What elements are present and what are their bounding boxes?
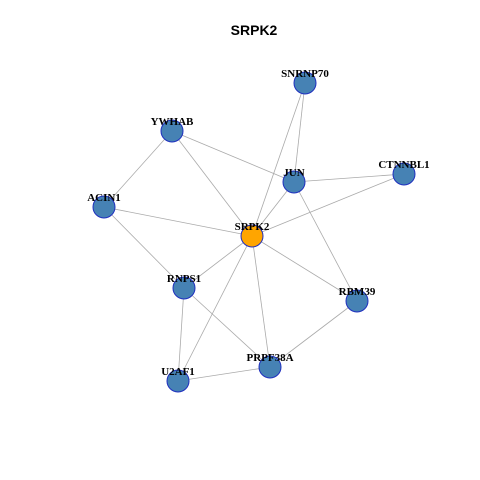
- node-snrnp70: [293, 71, 317, 95]
- edge-srpk2-rbm39: [251, 235, 358, 302]
- edge-rbm39-prpf38a: [269, 300, 358, 368]
- edge-jun-ctnnbl1: [293, 173, 405, 183]
- node-label-ywhab: YWHAB: [151, 116, 194, 128]
- edge-prpf38a-u2af1: [177, 366, 271, 382]
- node-label-snrnp70: SNRNP70: [281, 68, 329, 80]
- node-label-rnps1: RNPS1: [167, 273, 201, 285]
- edge-srpk2-rnps1: [183, 235, 253, 289]
- node-label-jun: JUN: [283, 167, 304, 179]
- node-acin1: [92, 195, 116, 219]
- edge-srpk2-ctnnbl1: [251, 173, 405, 237]
- edge-rnps1-prpf38a: [183, 287, 271, 368]
- node-ywhab: [160, 119, 184, 143]
- node-label-srpk2: SRPK2: [235, 221, 270, 233]
- edge-srpk2-snrnp70: [251, 82, 306, 237]
- edge-srpk2-ywhab: [171, 130, 253, 237]
- node-rbm39: [345, 289, 369, 313]
- node-label-acin1: ACIN1: [87, 192, 121, 204]
- node-rnps1: [172, 276, 196, 300]
- edge-rnps1-u2af1: [177, 287, 185, 382]
- edge-jun-rbm39: [293, 181, 358, 302]
- edge-srpk2-acin1: [103, 206, 253, 237]
- node-prpf38a: [258, 355, 282, 379]
- graph-title: SRPK2: [231, 22, 278, 38]
- edge-srpk2-u2af1: [177, 235, 253, 382]
- node-srpk2: [240, 224, 264, 248]
- edge-ywhab-acin1: [103, 130, 173, 208]
- node-label-u2af1: U2AF1: [161, 366, 195, 378]
- node-label-ctnnbl1: CTNNBL1: [378, 159, 429, 171]
- edge-snrnp70-jun: [293, 82, 306, 183]
- node-label-prpf38a: PRPF38A: [246, 352, 293, 364]
- edge-ywhab-jun: [171, 130, 295, 183]
- node-u2af1: [166, 369, 190, 393]
- node-label-rbm39: RBM39: [339, 286, 376, 298]
- node-layer: [92, 71, 416, 393]
- edge-acin1-rnps1: [103, 206, 185, 289]
- edge-layer: [103, 82, 405, 382]
- edge-srpk2-prpf38a: [251, 235, 271, 368]
- node-ctnnbl1: [392, 162, 416, 186]
- node-jun: [282, 170, 306, 194]
